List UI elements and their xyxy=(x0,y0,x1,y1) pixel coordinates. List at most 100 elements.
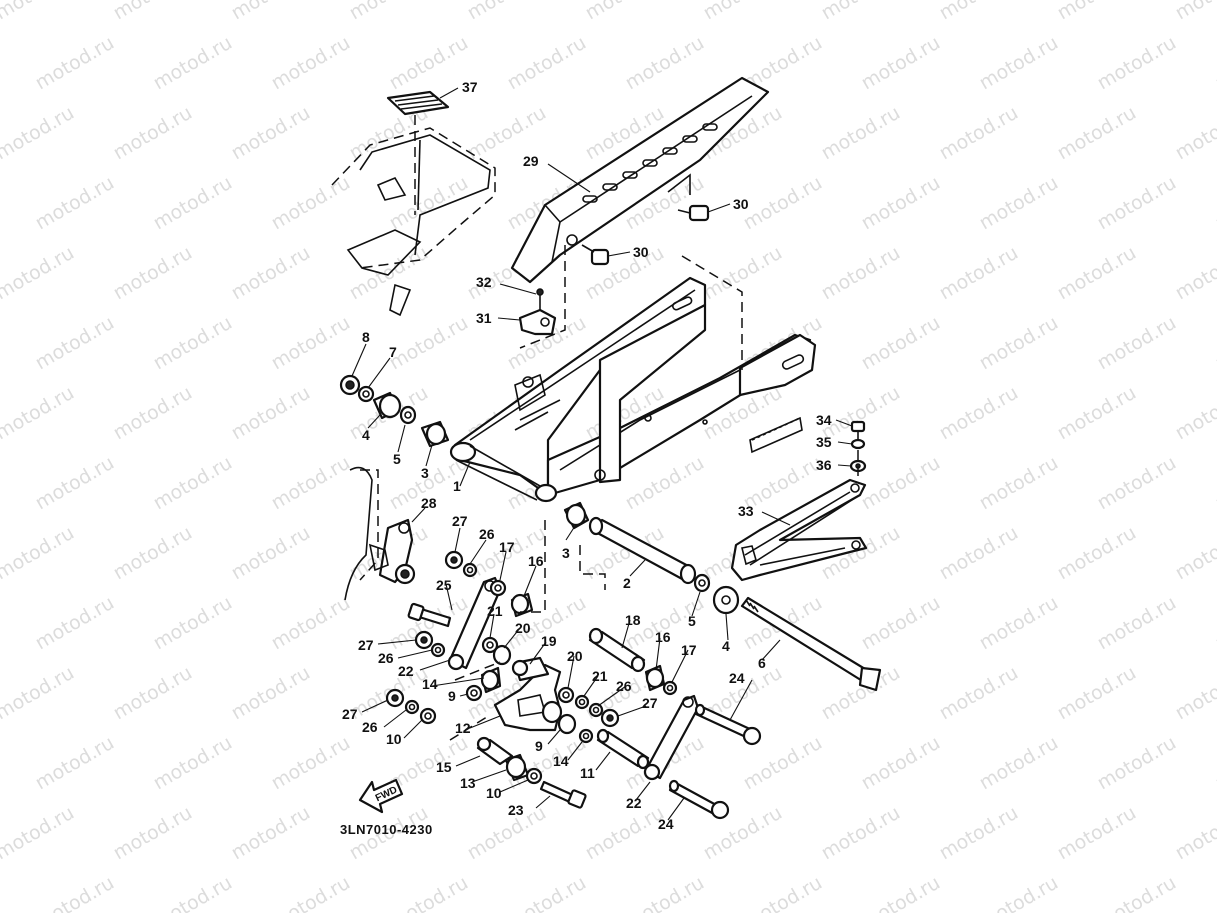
diagram-code: 3LN7010-4230 xyxy=(340,822,433,837)
nuts-27-26-top xyxy=(444,550,534,618)
watermark-text: motod.ru xyxy=(0,382,78,445)
bracket-31-part xyxy=(518,288,557,336)
relay-arm-19 xyxy=(493,656,563,732)
watermark-text: motod.ru xyxy=(622,452,708,515)
leader-lines xyxy=(351,87,853,821)
watermark-text: motod.ru xyxy=(976,32,1062,95)
watermark-text: motod.ru xyxy=(32,312,118,375)
callout-4-right: 4 xyxy=(722,638,730,654)
callout-24-lower: 24 xyxy=(658,816,674,832)
nuts-left-bottom xyxy=(385,688,437,725)
watermark-text: motod.ru xyxy=(858,172,944,235)
watermark-text: motod.ru xyxy=(386,872,472,913)
callout-7: 7 xyxy=(389,344,397,360)
watermark-text: motod.ru xyxy=(858,312,944,375)
watermark-text: motod.ru xyxy=(1054,102,1140,165)
watermark-text: motod.ru xyxy=(386,172,472,235)
callout-4-left: 4 xyxy=(362,427,370,443)
callout-25: 25 xyxy=(436,577,452,593)
callout-6: 6 xyxy=(758,655,766,671)
watermark-text: motod.ru xyxy=(464,802,550,865)
watermark-text: motod.ru xyxy=(32,592,118,655)
watermark-text: motod.ru xyxy=(1212,732,1217,795)
callout-20-top: 20 xyxy=(515,620,531,636)
watermark-text: motod.ru xyxy=(110,522,196,585)
watermark-text: motod.ru xyxy=(936,242,1022,305)
callout-22-bottom: 22 xyxy=(626,795,642,811)
watermark-text: motod.ru xyxy=(818,0,904,24)
callout-37: 37 xyxy=(462,79,478,95)
watermark-text: motod.ru xyxy=(228,242,314,305)
callout-33: 33 xyxy=(738,503,754,519)
watermark-text: motod.ru xyxy=(268,452,354,515)
callout-3-left: 3 xyxy=(421,465,429,481)
callout-8: 8 xyxy=(362,329,370,345)
swingarm-part xyxy=(449,276,817,503)
watermark-text: motod.ru xyxy=(32,32,118,95)
watermark-text: motod.ru xyxy=(1054,802,1140,865)
watermark-text: motod.ru xyxy=(32,172,118,235)
pivot-axle-6 xyxy=(740,596,882,692)
callout-17-top: 17 xyxy=(499,539,515,555)
watermark-text: motod.ru xyxy=(1212,312,1217,375)
watermark-text: motod.ru xyxy=(1172,522,1217,585)
watermark-text: motod.ru xyxy=(858,32,944,95)
watermark-text: motod.ru xyxy=(1094,592,1180,655)
watermark-text: motod.ru xyxy=(32,452,118,515)
watermark-text: motod.ru xyxy=(386,32,472,95)
watermark-text: motod.ru xyxy=(0,0,78,24)
callout-21-top: 21 xyxy=(487,603,503,619)
nuts-left-mid xyxy=(414,630,512,702)
callout-labels: 37 29 30 30 32 31 8 7 4 5 3 1 34 35 36 2… xyxy=(342,79,832,832)
watermark-text: motod.ru xyxy=(582,0,668,24)
watermark-text: motod.ru xyxy=(0,242,78,305)
watermark-text: motod.ru xyxy=(858,872,944,913)
callout-27-bottom: 27 xyxy=(342,706,358,722)
callout-27-right: 27 xyxy=(642,695,658,711)
watermark-text: motod.ru xyxy=(818,102,904,165)
callout-10-upper: 10 xyxy=(386,731,402,747)
watermark-text: motod.ru xyxy=(936,522,1022,585)
watermark-text: motod.ru xyxy=(150,452,236,515)
watermark-text: motod.ru xyxy=(1212,172,1217,235)
left-bracket-parts xyxy=(344,466,416,601)
mudguard-part xyxy=(331,90,496,317)
watermark-text: motod.ru xyxy=(1212,452,1217,515)
watermark-text: motod.ru xyxy=(268,732,354,795)
watermark-text: motod.ru xyxy=(1172,382,1217,445)
watermark-text: motod.ru xyxy=(0,102,78,165)
watermark-text: motod.ru xyxy=(268,172,354,235)
watermark-text: motod.ru xyxy=(622,32,708,95)
callout-16-mid: 16 xyxy=(655,629,671,645)
watermark-text: motod.ru xyxy=(976,312,1062,375)
watermark-text: motod.ru xyxy=(150,872,236,913)
callout-29: 29 xyxy=(523,153,539,169)
watermark-text: motod.ru xyxy=(110,242,196,305)
callout-23: 23 xyxy=(508,802,524,818)
callout-32: 32 xyxy=(476,274,492,290)
watermark-text: motod.ru xyxy=(1054,522,1140,585)
callout-21-mid: 21 xyxy=(592,668,608,684)
watermark-text: motod.ru xyxy=(1094,872,1180,913)
watermark-text: motod.ru xyxy=(110,102,196,165)
callout-26-right: 26 xyxy=(616,678,632,694)
watermark-text: motod.ru xyxy=(1094,732,1180,795)
watermark-text: motod.ru xyxy=(582,802,668,865)
callout-2: 2 xyxy=(623,575,631,591)
watermark-text: motod.ru xyxy=(976,872,1062,913)
callout-14-bottom: 14 xyxy=(553,753,569,769)
callout-12: 12 xyxy=(455,720,471,736)
watermark-text: motod.ru xyxy=(936,382,1022,445)
callout-11: 11 xyxy=(580,765,595,781)
watermark-text: motod.ru xyxy=(504,32,590,95)
watermark-text: motod.ru xyxy=(976,592,1062,655)
watermark-text: motod.ru xyxy=(858,732,944,795)
watermark-text: motod.ru xyxy=(936,102,1022,165)
watermark-text: motod.ru xyxy=(228,662,314,725)
watermark-text: motod.ru xyxy=(1212,32,1217,95)
watermark-text: motod.ru xyxy=(110,0,196,24)
watermark-text: motod.ru xyxy=(936,802,1022,865)
callout-17-mid: 17 xyxy=(681,642,697,658)
fwd-arrow-icon: FWD xyxy=(358,778,404,814)
watermark-text: motod.ru xyxy=(228,522,314,585)
